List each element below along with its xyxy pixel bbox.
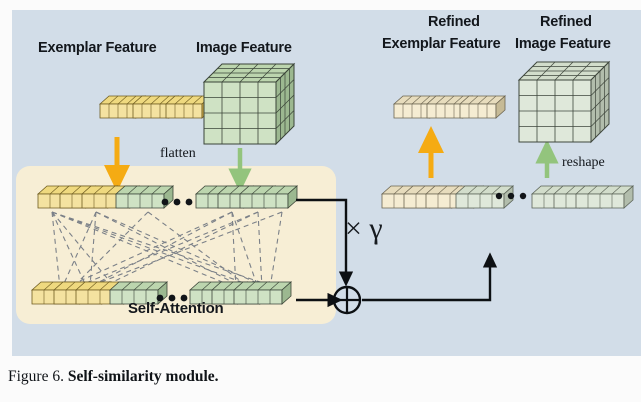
multiply-gamma-label: × γ [345,212,383,245]
caption-title: Self-similarity module. [67,368,219,385]
self-attention-label: Self-Attention [128,300,224,317]
flatten-label: flatten [160,146,196,161]
refined-image-label-line2: Image Feature [515,36,611,52]
reshape-label: reshape [562,155,605,170]
refined-exemplar-label-line1: Refined [428,14,480,30]
image-feature-label: Image Feature [196,40,292,56]
refined-image-label-line1: Refined [540,14,592,30]
exemplar-feature-label: Exemplar Feature [38,40,157,56]
caption-prefix: Figure 6. [8,368,64,385]
figure-caption: Figure 6. Self-similarity module. [8,368,219,386]
refined-exemplar-label-line2: Exemplar Feature [382,36,501,52]
